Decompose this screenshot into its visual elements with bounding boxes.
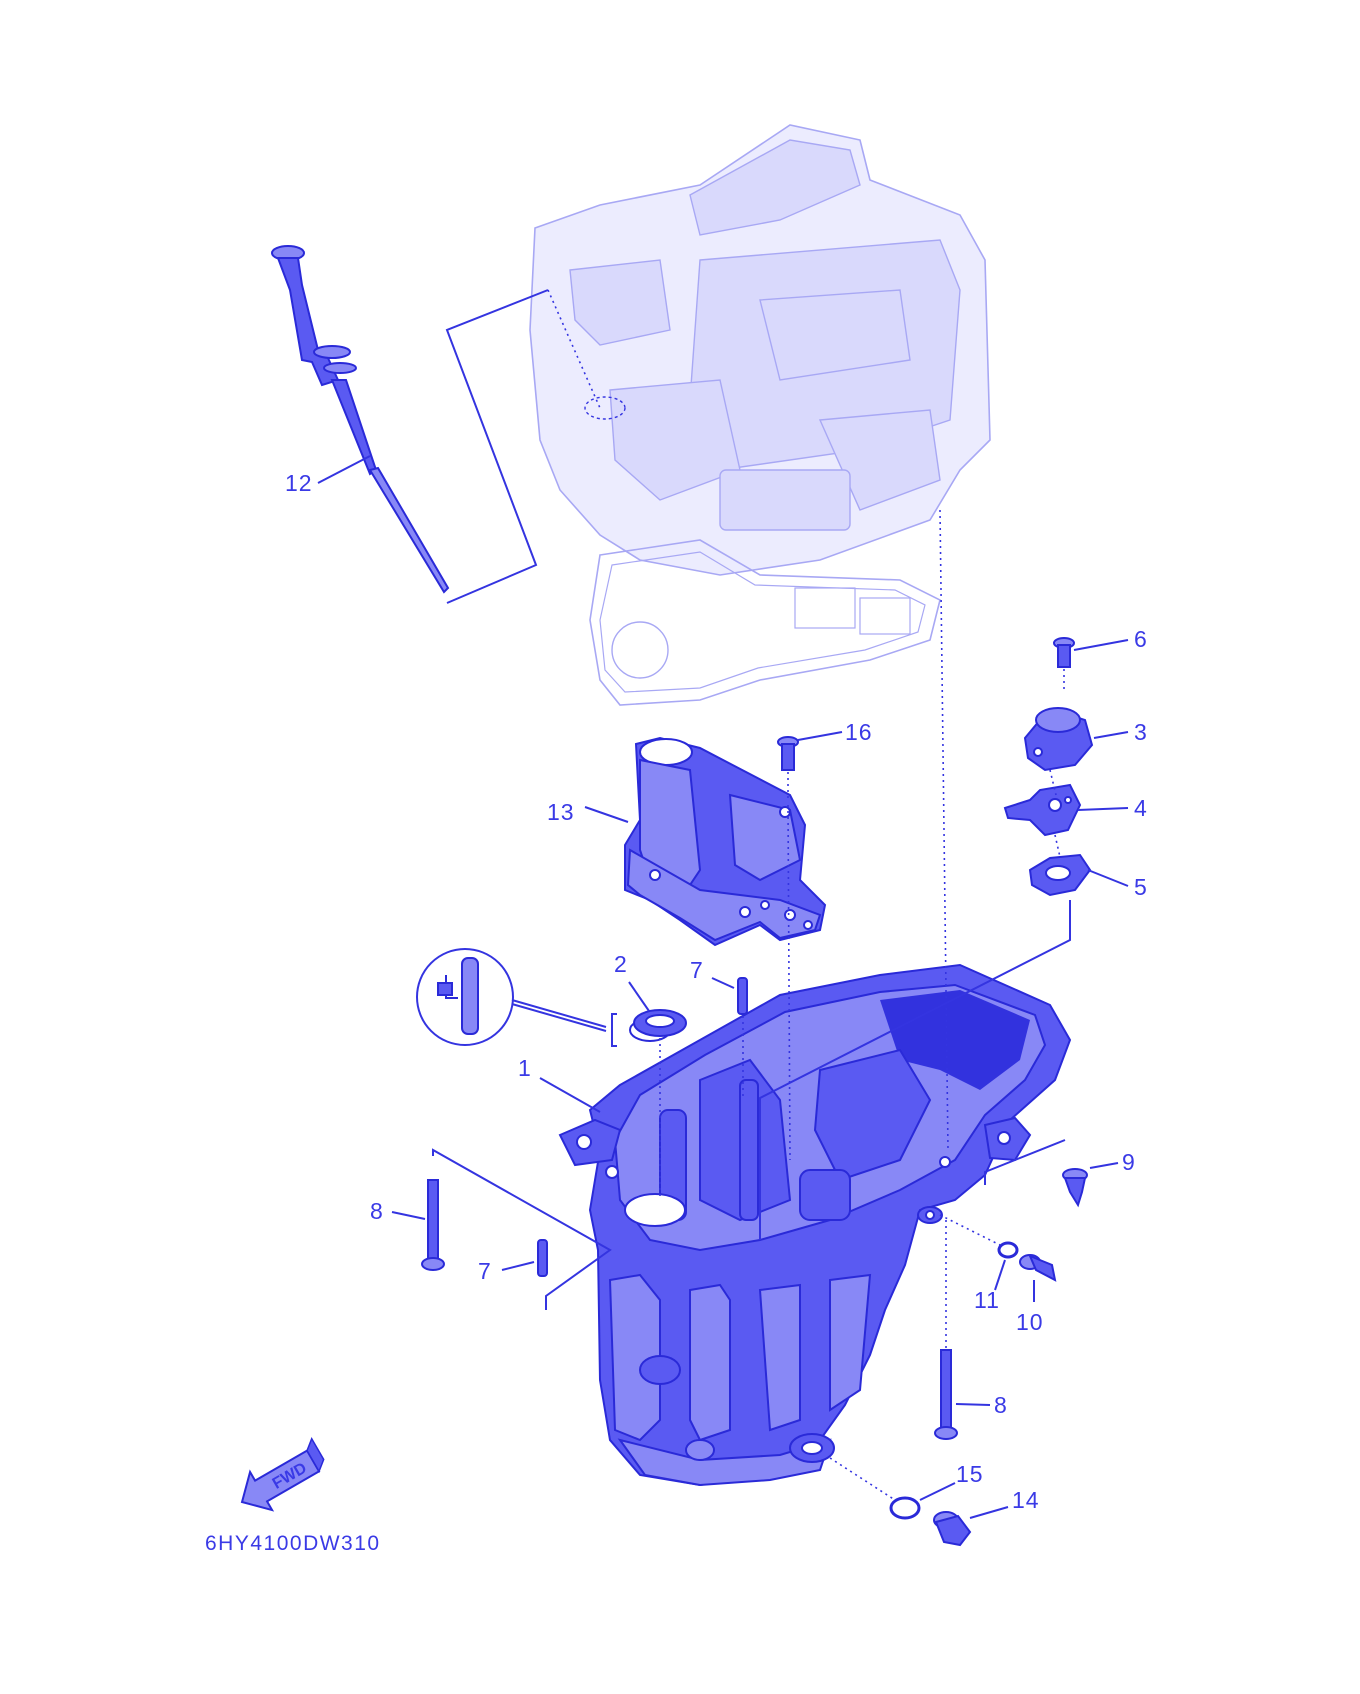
callout-7a: 7 [690, 957, 704, 983]
plate-part-4 [1003, 783, 1082, 837]
gasket-part-13 [889, 1496, 921, 1520]
plug-part-10 [1019, 1254, 1057, 1282]
leader-13 [919, 1482, 956, 1501]
cover-part-3 [1023, 707, 1094, 772]
o-ring-part-11 [997, 1241, 1019, 1259]
bolt-part-8a [421, 1179, 445, 1271]
oil-bracket-part-15 [624, 736, 827, 947]
callout-5: 5 [1134, 874, 1148, 900]
callout-3: 3 [1134, 719, 1148, 745]
callout-9: 9 [1122, 1149, 1136, 1175]
bolt-part-8b [934, 1349, 958, 1440]
callout-1: 1 [518, 1055, 532, 1081]
callout-7b: 7 [478, 1258, 492, 1284]
diagram-code: 6HY4100DW310 [205, 1532, 381, 1555]
leader-9 [1089, 1162, 1119, 1169]
leader-7b [501, 1261, 535, 1271]
dipstick-part-14 [271, 245, 450, 594]
dowel-pin-part-7a [737, 977, 748, 1015]
leader-11 [994, 1259, 1006, 1291]
leader-5 [1087, 869, 1129, 887]
leader-2 [628, 981, 650, 1012]
oil-seal-part-2 [633, 1009, 687, 1037]
callout-10: 10 [1016, 1309, 1044, 1335]
callout-8b: 8 [994, 1392, 1008, 1418]
leader-6 [1073, 639, 1129, 651]
leader-8a [391, 1211, 426, 1220]
leader-3 [1093, 731, 1129, 739]
bolt-part-16 [777, 736, 799, 800]
callout-2: 2 [614, 951, 628, 977]
callout-15: 13 [547, 799, 575, 825]
callout-16: 16 [845, 719, 873, 745]
callout-13: 15 [956, 1461, 984, 1487]
callout-8a: 8 [370, 1198, 384, 1224]
dowel-pin-part-7b [537, 1239, 548, 1277]
leader-14 [317, 455, 371, 484]
callout-12: 14 [1012, 1487, 1040, 1513]
clip-part-9 [1062, 1168, 1088, 1208]
callout-11: 11 [974, 1287, 1000, 1313]
bolt-part-6 [1053, 637, 1075, 690]
leader-12 [969, 1506, 1009, 1519]
oil-pan-part-1 [558, 963, 1072, 1487]
callout-14: 12 [285, 470, 313, 496]
callout-6: 6 [1134, 626, 1148, 652]
forward-arrow-icon: FWD [240, 1436, 325, 1512]
engine-block-ghost [529, 124, 991, 706]
leader-1 [539, 1077, 601, 1113]
leader-15 [584, 806, 629, 823]
inset-detail-circle [416, 948, 617, 1047]
drain-plug-part-12 [933, 1511, 972, 1547]
leader-8b [955, 1403, 991, 1406]
callout-4: 4 [1134, 795, 1148, 821]
leader-7a [711, 977, 735, 989]
leader-4 [1077, 807, 1129, 811]
gasket-part-5 [1028, 853, 1092, 897]
leader-16 [797, 731, 843, 741]
